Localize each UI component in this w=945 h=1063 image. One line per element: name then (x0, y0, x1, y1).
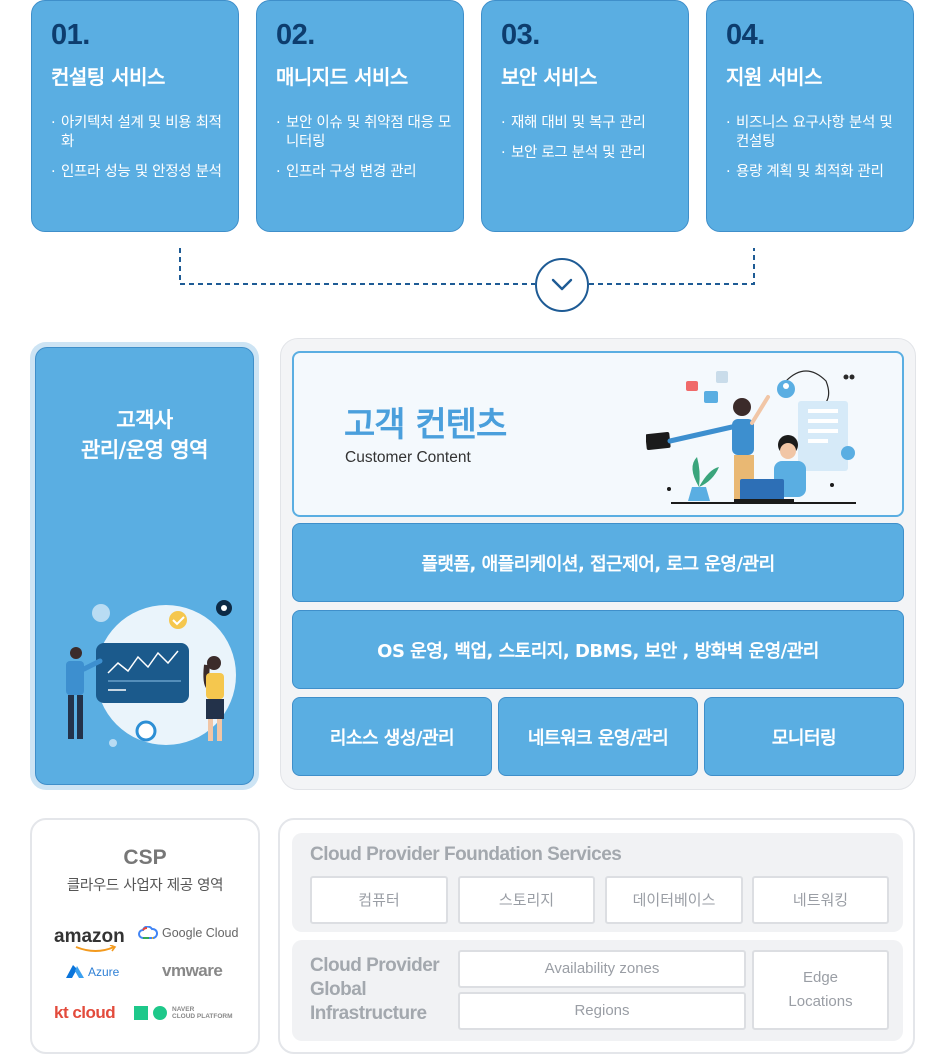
foundation-services-row: Cloud Provider Foundation Services 컴퓨터 스… (292, 833, 903, 932)
service-card-support: 04. 지원 서비스 비즈니스 요구사항 분석 및 컨설팅 용량 계획 및 최적… (706, 0, 914, 232)
customer-area-title-line1: 고객사 (116, 408, 173, 432)
azure-logo-text: Azure (88, 965, 120, 979)
customer-content-title: 고객 컨텐츠 (344, 405, 507, 445)
platform-management-band: 플랫폼, 애플리케이션, 접근제어, 로그 운영/관리 (292, 523, 904, 602)
global-infrastructure-row: Cloud Provider Global Infrastructure Ava… (292, 940, 903, 1041)
list-item: 비즈니스 요구사항 분석 및 컨설팅 (726, 114, 901, 152)
list-item: 아키텍처 설계 및 비용 최적화 (51, 114, 226, 152)
vmware-logo-text: vmware (162, 961, 223, 980)
infra-title-line3: Infrastructure (310, 1003, 427, 1024)
presentation-illustration (66, 600, 236, 747)
service-number: 01. (51, 19, 90, 51)
kt-cloud-logo: kt cloud (54, 1003, 116, 1023)
cloud-provider-foundation: Cloud Provider Foundation Services 컴퓨터 스… (278, 818, 915, 1054)
vmware-logo: vmware (162, 961, 223, 981)
amazon-logo-text: amazon (54, 926, 125, 947)
infra-title-line1: Cloud Provider (310, 955, 440, 976)
service-card-managed: 02. 매니지드 서비스 보안 이슈 및 취약점 대응 모니터링 인프라 구성 … (256, 0, 464, 232)
service-number: 03. (501, 19, 540, 51)
foundation-chip-storage: 스토리지 (458, 876, 595, 924)
service-number: 04. (726, 19, 765, 51)
chevron-down-icon (551, 278, 573, 291)
service-item-list: 아키텍처 설계 및 비용 최적화 인프라 성능 및 안정성 분석 (51, 114, 238, 182)
dashed-connector (179, 248, 755, 285)
monitoring-band: 모니터링 (704, 697, 904, 776)
csp-subtitle: 클라우드 사업자 제공 영역 (66, 878, 224, 894)
global-infrastructure-title: Cloud Provider Global Infrastructure (310, 954, 440, 1026)
foundation-chip-networking: 네트워킹 (752, 876, 889, 924)
expand-down-button[interactable] (535, 258, 589, 312)
list-item: 재해 대비 및 복구 관리 (501, 114, 676, 133)
naver-logo-bottom: CLOUD PLATFORM (172, 1013, 233, 1020)
google-cloud-logo-text: Google Cloud (162, 926, 239, 940)
naver-logo-top: NAVER (172, 1006, 195, 1013)
network-management-band: 네트워크 운영/관리 (498, 697, 698, 776)
list-item: 인프라 구성 변경 관리 (276, 163, 451, 182)
service-item-list: 보안 이슈 및 취약점 대응 모니터링 인프라 구성 변경 관리 (276, 114, 463, 182)
naver-cloud-logo: NAVER CLOUD PLATFORM (134, 1006, 233, 1020)
kt-cloud-logo-text: kt cloud (54, 1003, 116, 1022)
list-item: 인프라 성능 및 안정성 분석 (51, 163, 226, 182)
csp-provider-box: CSP 클라우드 사업자 제공 영역 amazon Google Cloud A… (30, 818, 260, 1054)
infra-title-line2: Global (310, 979, 367, 1000)
edge-locations-line2: Locations (788, 993, 853, 1010)
edge-locations-line1: Edge (802, 969, 839, 986)
service-title: 보안 서비스 (501, 65, 597, 89)
google-cloud-icon (138, 926, 158, 939)
team-illustration (646, 370, 856, 504)
list-item: 보안 로그 분석 및 관리 (501, 144, 676, 163)
resource-management-band: 리소스 생성/관리 (292, 697, 492, 776)
os-management-band: OS 운영, 백업, 스토리지, DBMS, 보안 , 방화벽 운영/관리 (292, 610, 904, 689)
service-title: 지원 서비스 (726, 65, 822, 89)
customer-area-title-line2: 관리/운영 영역 (81, 438, 208, 462)
azure-icon (66, 965, 84, 978)
regions-chip: Regions (458, 992, 746, 1030)
service-card-security: 03. 보안 서비스 재해 대비 및 복구 관리 보안 로그 분석 및 관리 (481, 0, 689, 232)
foundation-chip-compute: 컴퓨터 (310, 876, 448, 924)
service-title: 매니지드 서비스 (276, 65, 408, 89)
availability-zones-chip: Availability zones (458, 950, 746, 988)
service-item-list: 재해 대비 및 복구 관리 보안 로그 분석 및 관리 (501, 114, 688, 163)
customer-area-title: 고객사 관리/운영 영역 (36, 405, 253, 465)
customer-content-box: 고객 컨텐츠 Customer Content (292, 351, 904, 517)
customer-content-subtitle: Customer Content (345, 449, 471, 466)
edge-locations-chip: Edge Locations (752, 950, 889, 1030)
service-number: 02. (276, 19, 315, 51)
naver-cloud-icon (134, 1006, 167, 1020)
customer-managed-area: 고객사 관리/운영 영역 (30, 342, 259, 790)
list-item: 보안 이슈 및 취약점 대응 모니터링 (276, 114, 451, 152)
amazon-logo: amazon (54, 926, 125, 952)
list-item: 용량 계획 및 최적화 관리 (726, 163, 901, 182)
service-item-list: 비즈니스 요구사항 분석 및 컨설팅 용량 계획 및 최적화 관리 (726, 114, 913, 182)
naver-cloud-logo-text: NAVER CLOUD PLATFORM (172, 1006, 233, 1020)
service-card-consulting: 01. 컨설팅 서비스 아키텍처 설계 및 비용 최적화 인프라 성능 및 안정… (31, 0, 239, 232)
service-title: 컨설팅 서비스 (51, 65, 165, 89)
azure-logo: Azure (66, 965, 119, 979)
csp-title: CSP (123, 846, 167, 869)
foundation-services-title: Cloud Provider Foundation Services (310, 844, 622, 865)
amazon-smile-icon (75, 945, 117, 952)
google-cloud-logo: Google Cloud (138, 926, 238, 940)
foundation-chip-database: 데이터베이스 (605, 876, 743, 924)
